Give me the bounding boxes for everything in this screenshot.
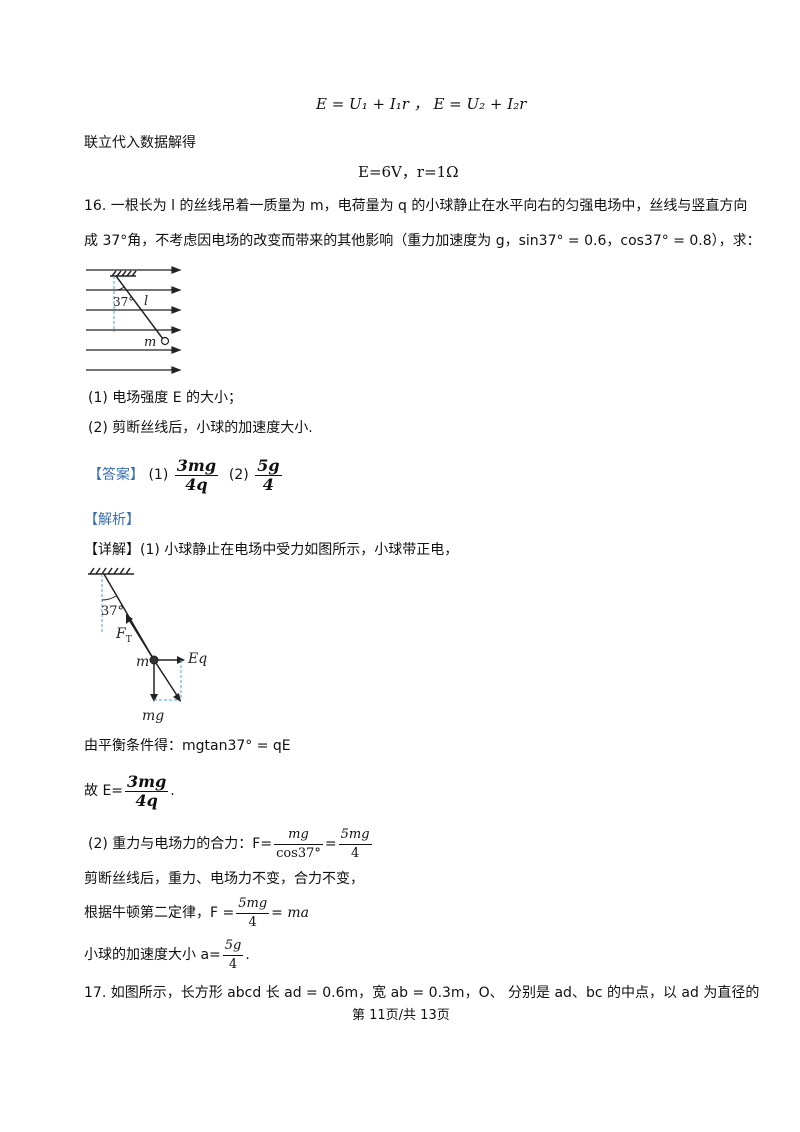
e-result-denominator: 4q: [135, 790, 158, 810]
tension-symbol: F: [115, 626, 127, 642]
detail-intro-line: 【详解】(1) 小球静止在电场中受力如图所示，小球带正电，: [84, 540, 458, 560]
gravity-label: mg: [142, 708, 164, 724]
tension-label: FT: [115, 626, 132, 645]
angle-arc: [101, 595, 117, 601]
e-result-numerator: 3mg: [125, 771, 169, 792]
question-16-line-1: 16. 一根长为 l 的丝线吊着一质量为 m，电荷量为 q 的小球静止在水平向右…: [84, 198, 748, 214]
resultant-arrow: [153, 659, 179, 698]
resultant-denominator-1: cos37°: [276, 845, 321, 861]
ceiling-hatch: [88, 567, 134, 575]
resultant-prefix: (2) 重力与电场力的合力：F=: [88, 836, 273, 852]
tension-subscript: T: [126, 635, 132, 645]
answer-part-2-label: (2): [228, 467, 249, 483]
resultant-force-line: (2) 重力与电场力的合力：F= mg cos37° = 5mg 4: [88, 823, 374, 865]
newton-law-line: 根据牛顿第二定律，F = 5mg 4 = ma: [84, 892, 309, 934]
resultant-fraction-2: 5mg 4: [338, 826, 372, 863]
mass-label: m: [136, 654, 149, 670]
answer-1-numerator: 3mg: [174, 455, 218, 476]
force-diagram: 37° FT Eq mg m: [88, 567, 207, 724]
newton-fraction: 5mg 4: [236, 895, 270, 932]
resultant-fraction-1: mg cos37°: [274, 826, 323, 863]
newton-suffix: = ma: [271, 905, 309, 921]
solve-result: E=6V，r=1Ω: [358, 163, 459, 181]
ball: [160, 336, 170, 346]
mass-label: m: [144, 335, 156, 350]
newton-prefix: 根据牛顿第二定律，F =: [84, 905, 235, 921]
resultant-denominator-2: 4: [350, 845, 360, 861]
electric-field-lines: [86, 266, 182, 374]
sub-question-2: (2) 剪断丝线后，小球的加速度大小.: [88, 420, 313, 436]
resultant-arrowhead: [173, 693, 181, 702]
question-16-figure: 37° l m: [86, 266, 182, 374]
balance-equation: 由平衡条件得：mgtan37° = qE: [84, 738, 291, 754]
resultant-equals: =: [324, 836, 337, 852]
sub-question-1: (1) 电场强度 E 的大小；: [88, 390, 243, 406]
e-result-fraction: 3mg 4q: [125, 771, 169, 810]
cut-thread-line: 剪断丝线后，重力、电场力不变，合力不变，: [84, 871, 364, 887]
answer-1-fraction: 3mg 4q: [174, 455, 218, 494]
ceiling-hatch: [110, 270, 137, 277]
acceleration-denominator: 4: [228, 956, 238, 972]
question-16-line-2: 成 37°角，不考虑因电场的改变而带来的其他影响（重力加速度为 g，sin37°…: [84, 233, 761, 249]
electric-force-label: Eq: [187, 651, 207, 667]
length-label: l: [144, 294, 148, 309]
answer-1-denominator: 4q: [185, 474, 208, 494]
newton-numerator: 5mg: [236, 895, 270, 914]
page-footer: 第 11页/共 13页: [352, 1008, 450, 1023]
resultant-numerator-2: 5mg: [338, 826, 372, 845]
thread: [115, 275, 164, 340]
acceleration-prefix: 小球的加速度大小 a=: [84, 947, 221, 963]
answer-2-numerator: 5g: [255, 455, 282, 476]
angle-label: 37°: [113, 295, 134, 309]
newton-denominator: 4: [248, 914, 257, 930]
e-result-line: 故 E= 3mg 4q .: [84, 770, 175, 812]
answer-2-denominator: 4: [262, 474, 274, 494]
question-17-line: 17. 如图所示，长方形 abcd 长 ad = 0.6m，宽 ab = 0.3…: [84, 985, 760, 1001]
answer-label: 【答案】: [88, 467, 144, 483]
e-result-suffix: .: [170, 783, 175, 799]
answer-part-1-label: (1): [148, 467, 169, 483]
top-equation: E = U₁ + I₁r ， E = U₂ + I₂r: [316, 95, 527, 113]
gravity-arrowhead: [150, 694, 158, 702]
acceleration-numerator: 5g: [222, 937, 244, 956]
tension-arrowhead: [126, 614, 133, 624]
acceleration-fraction: 5g 4: [222, 937, 244, 974]
angle-arc: [113, 286, 125, 291]
e-result-prefix: 故 E=: [84, 783, 124, 799]
angle-label: 37°: [101, 604, 124, 619]
acceleration-line: 小球的加速度大小 a= 5g 4 .: [84, 934, 250, 976]
acceleration-suffix: .: [245, 947, 250, 963]
detail-label: 【详解】: [84, 542, 140, 558]
tension-arrow: [127, 617, 155, 661]
answer-2-fraction: 5g 4: [255, 455, 282, 494]
detail-intro: (1) 小球静止在电场中受力如图所示，小球带正电，: [140, 542, 459, 558]
analysis-label: 【解析】: [84, 512, 140, 528]
solve-intro: 联立代入数据解得: [84, 135, 196, 151]
ball: [149, 655, 159, 665]
answer-line: 【答案】 (1) 3mg 4q (2) 5g 4: [88, 455, 284, 495]
resultant-numerator-1: mg: [274, 826, 323, 845]
